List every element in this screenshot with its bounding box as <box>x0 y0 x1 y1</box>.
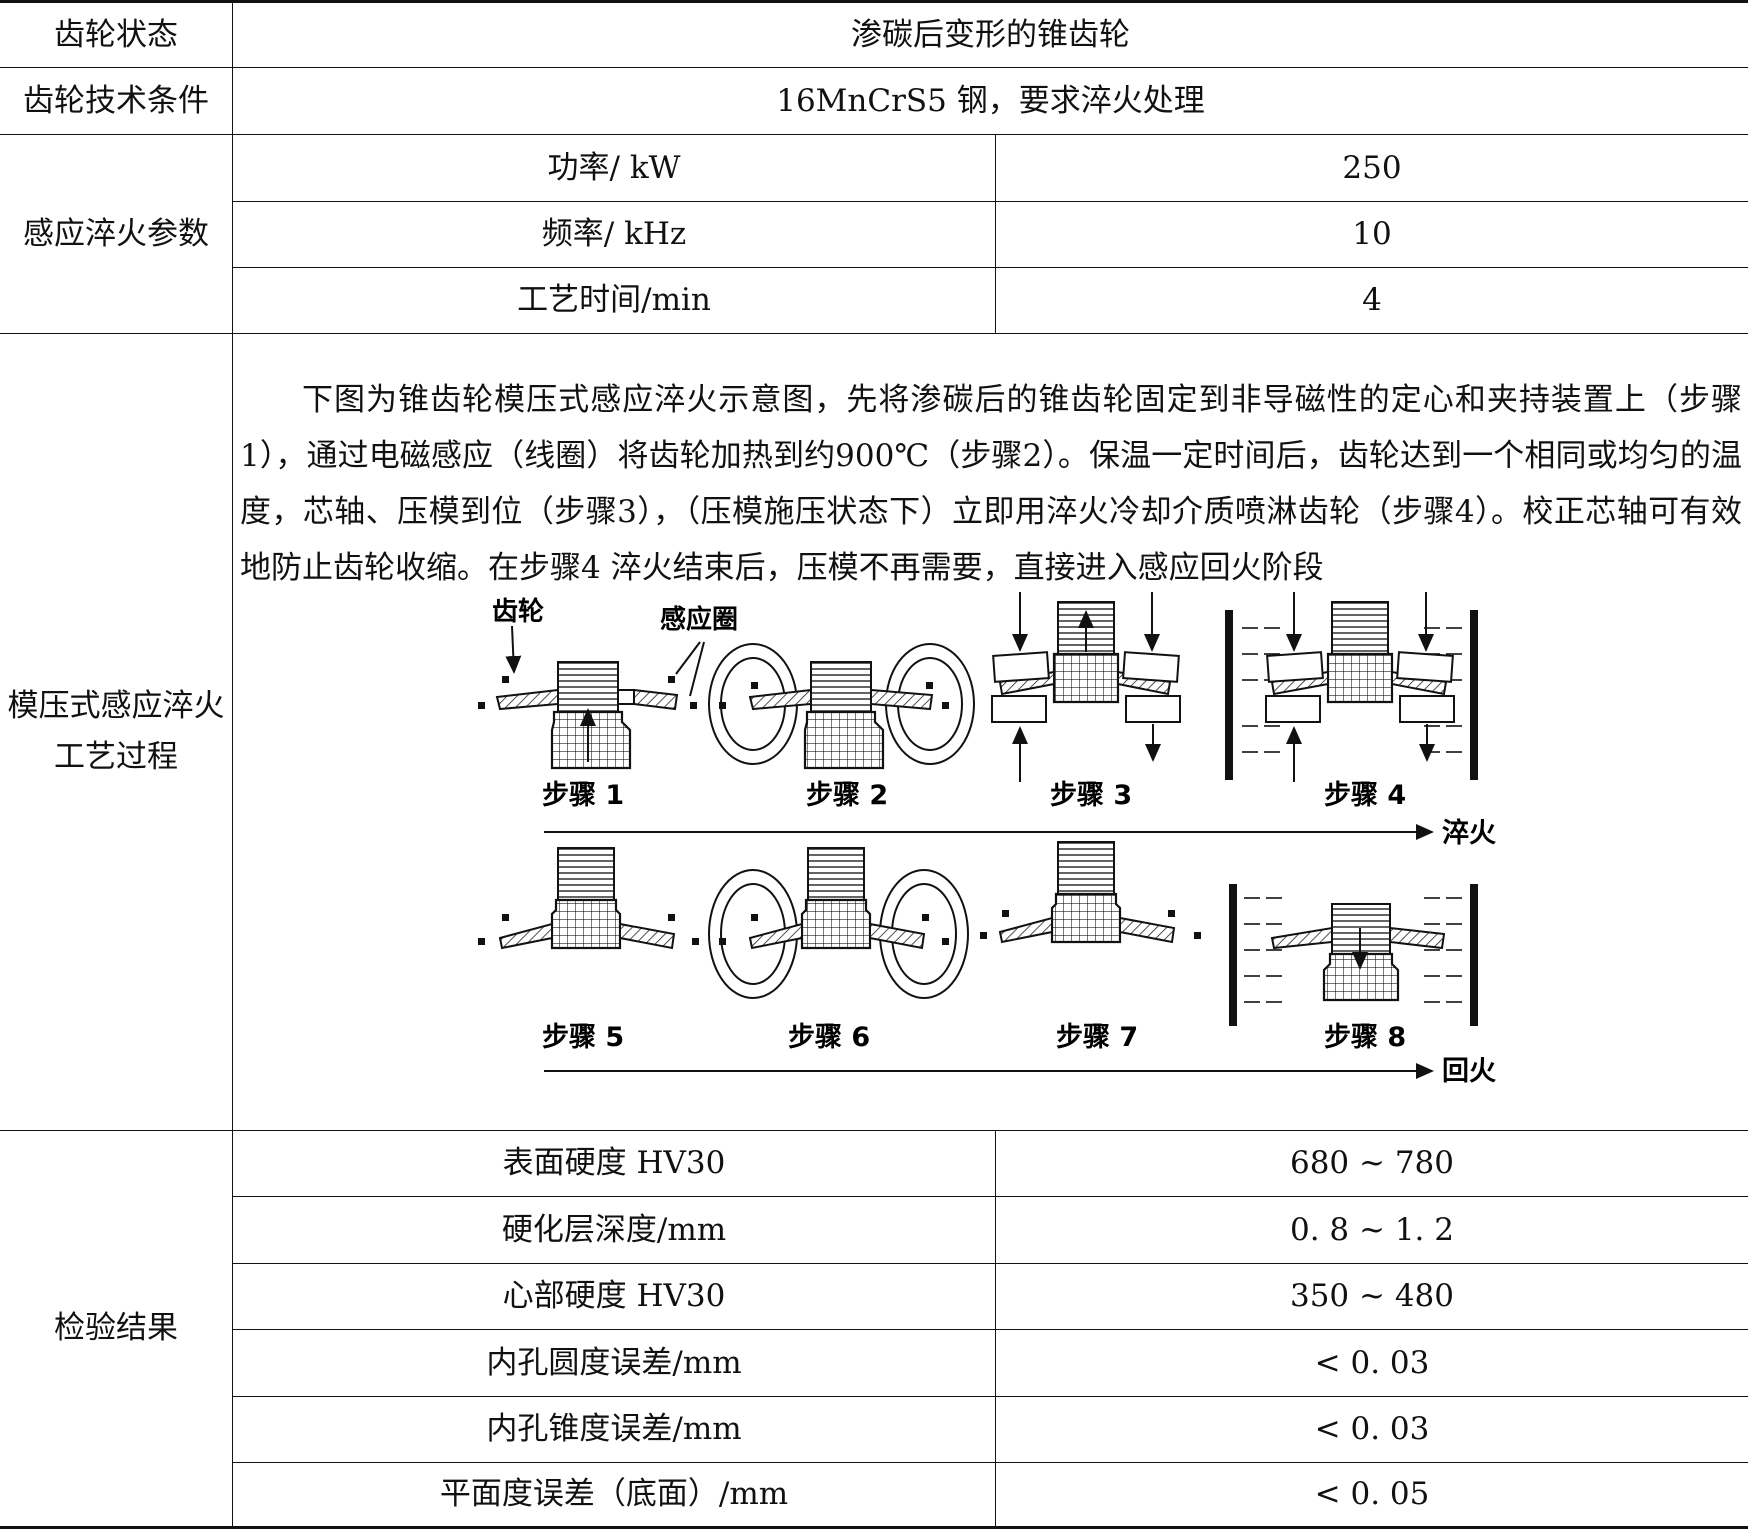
inspection-item-name: 表面硬度 HV30 <box>502 1145 726 1182</box>
step-2-diagram <box>708 643 975 770</box>
inspection-item-name: 硬化层深度/mm <box>501 1211 727 1248</box>
step-2-label: 步骤 2 <box>806 780 888 811</box>
step-1-diagram: 齿轮 感应圈 <box>478 597 738 770</box>
step-7-diagram <box>980 841 1201 944</box>
quench-label: 淬火 <box>1442 817 1496 849</box>
step-1-label: 步骤 1 <box>542 780 624 811</box>
inspection-item-value: 0. 8 ~ 1. 2 <box>1290 1211 1454 1248</box>
step-4-label: 步骤 4 <box>1324 780 1406 811</box>
process-description: 下图为锥齿轮模压式感应淬火示意图，先将渗碳后的锥齿轮固定到非导磁性的定心和夹持装… <box>240 372 1742 596</box>
rule <box>232 1462 1748 1463</box>
inspection-item-value: 680 ~ 780 <box>1289 1145 1455 1182</box>
param-value: 250 <box>1342 149 1402 186</box>
rule <box>232 1396 1748 1397</box>
param-name: 频率/ kHz <box>541 216 687 253</box>
inspection-item-name: 平面度误差（底面）/mm <box>439 1476 789 1513</box>
inspection-item-name: 内孔圆度误差/mm <box>486 1344 742 1381</box>
inspection-item-name: 内孔锥度误差/mm <box>486 1411 742 1448</box>
rule-bottom <box>0 1526 1748 1529</box>
param-name: 工艺时间/min <box>517 282 711 319</box>
step-5-label: 步骤 5 <box>542 1022 624 1053</box>
param-value: 10 <box>1352 216 1392 253</box>
rule <box>232 267 1748 268</box>
rule <box>232 201 1748 202</box>
inspection-item-value: 350 ~ 480 <box>1289 1278 1455 1315</box>
gear-label: 齿轮 <box>492 597 544 627</box>
rule <box>0 333 1748 334</box>
rule-vertical <box>995 1130 996 1529</box>
rule <box>0 134 1748 135</box>
process-label-line1: 模压式感应淬火 <box>7 688 225 725</box>
step-8-diagram <box>1229 884 1478 1026</box>
step-5-diagram <box>478 847 699 950</box>
inspection-item-value: < 0. 03 <box>1314 1344 1430 1381</box>
process-label-line2: 工艺过程 <box>54 739 178 775</box>
tech-conditions-value: 16MnCrS5 钢，要求淬火处理 <box>776 82 1205 119</box>
step-3-diagram <box>991 592 1181 782</box>
inspection-label: 检验结果 <box>54 1310 178 1347</box>
param-name: 功率/ kW <box>547 149 681 186</box>
rule <box>232 1196 1748 1197</box>
inspection-item-name: 心部硬度 HV30 <box>502 1278 726 1315</box>
induction-params-label: 感应淬火参数 <box>23 215 209 252</box>
induction-quench-figure: 齿轮 感应圈 <box>478 592 1496 1087</box>
rule <box>0 1130 1748 1131</box>
rule <box>0 67 1748 68</box>
param-value: 4 <box>1362 282 1382 319</box>
rule-top <box>0 0 1748 3</box>
step-7-label: 步骤 7 <box>1056 1022 1138 1053</box>
step-6-label: 步骤 6 <box>788 1022 870 1053</box>
gear-state-label: 齿轮状态 <box>54 16 178 53</box>
rule-vertical <box>232 0 233 1529</box>
coil-label: 感应圈 <box>660 604 738 635</box>
rule <box>232 1263 1748 1264</box>
step-6-diagram <box>708 847 969 999</box>
inspection-item-value: < 0. 05 <box>1314 1476 1430 1513</box>
process-label: 模压式感应淬火 工艺过程 <box>0 334 232 1130</box>
step-4-diagram <box>1225 592 1478 782</box>
step-3-label: 步骤 3 <box>1050 780 1132 811</box>
gear-state-value: 渗碳后变形的锥齿轮 <box>851 16 1130 53</box>
step-8-label: 步骤 8 <box>1324 1022 1406 1053</box>
temper-label: 回火 <box>1442 1056 1496 1087</box>
rule <box>232 1329 1748 1330</box>
inspection-item-value: < 0. 03 <box>1314 1411 1430 1448</box>
rule-vertical <box>995 134 996 334</box>
process-description-text: 下图为锥齿轮模压式感应淬火示意图，先将渗碳后的锥齿轮固定到非导磁性的定心和夹持装… <box>240 382 1742 586</box>
tech-conditions-label: 齿轮技术条件 <box>23 82 209 119</box>
